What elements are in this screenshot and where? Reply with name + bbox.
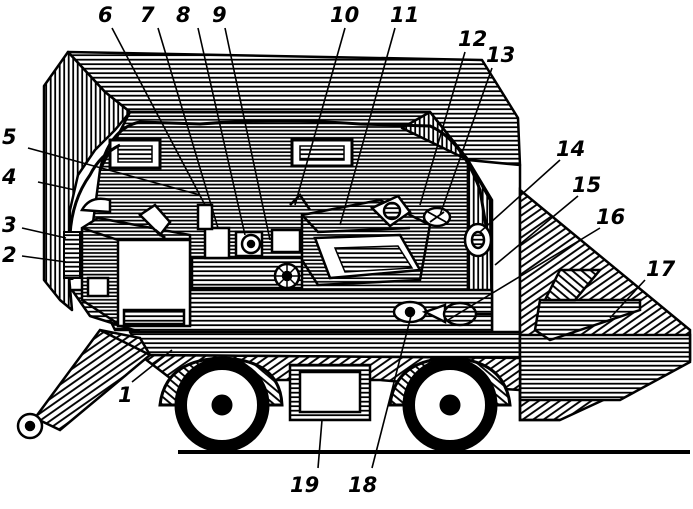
- wheel-left: [158, 356, 284, 453]
- loading-ramp: [518, 187, 692, 422]
- callout-5: 5: [2, 125, 17, 149]
- callout-labels: 1 2 3 4 5 6 7 8 9 10 11 12 13 14 15 16 1…: [1, 3, 676, 497]
- callout-14: 14: [556, 137, 585, 161]
- callout-13: 13: [486, 43, 515, 67]
- callout-15: 15: [572, 173, 601, 197]
- bottle: [138, 203, 172, 237]
- interior-outline: [98, 119, 492, 251]
- callout-8: 8: [176, 3, 191, 27]
- callout-12: 12: [458, 27, 487, 51]
- callout-6: 6: [98, 3, 113, 27]
- callout-17: 17: [646, 257, 676, 281]
- motor-unit: [369, 194, 493, 258]
- cable-coil: [63, 231, 81, 279]
- wheel-right: [388, 356, 512, 453]
- callout-2: 2: [2, 243, 17, 267]
- lathe: [190, 193, 312, 290]
- drawbar: [16, 328, 152, 440]
- base-beam: [128, 330, 522, 360]
- callout-1: 1: [118, 383, 133, 407]
- callout-9: 9: [212, 3, 227, 27]
- callout-18: 18: [348, 473, 377, 497]
- callout-10: 10: [330, 3, 359, 27]
- callout-4: 4: [1, 165, 17, 189]
- ramp-deck: [533, 298, 642, 342]
- leader-lines: [21, 27, 646, 469]
- engine-unit: [80, 216, 192, 328]
- callout-3: 3: [2, 213, 17, 237]
- callout-11: 11: [390, 3, 419, 27]
- callout-16: 16: [596, 205, 625, 229]
- cable: [68, 143, 121, 281]
- callout-19: 19: [290, 473, 319, 497]
- callout-7: 7: [140, 3, 155, 27]
- tool-rack: [79, 197, 112, 214]
